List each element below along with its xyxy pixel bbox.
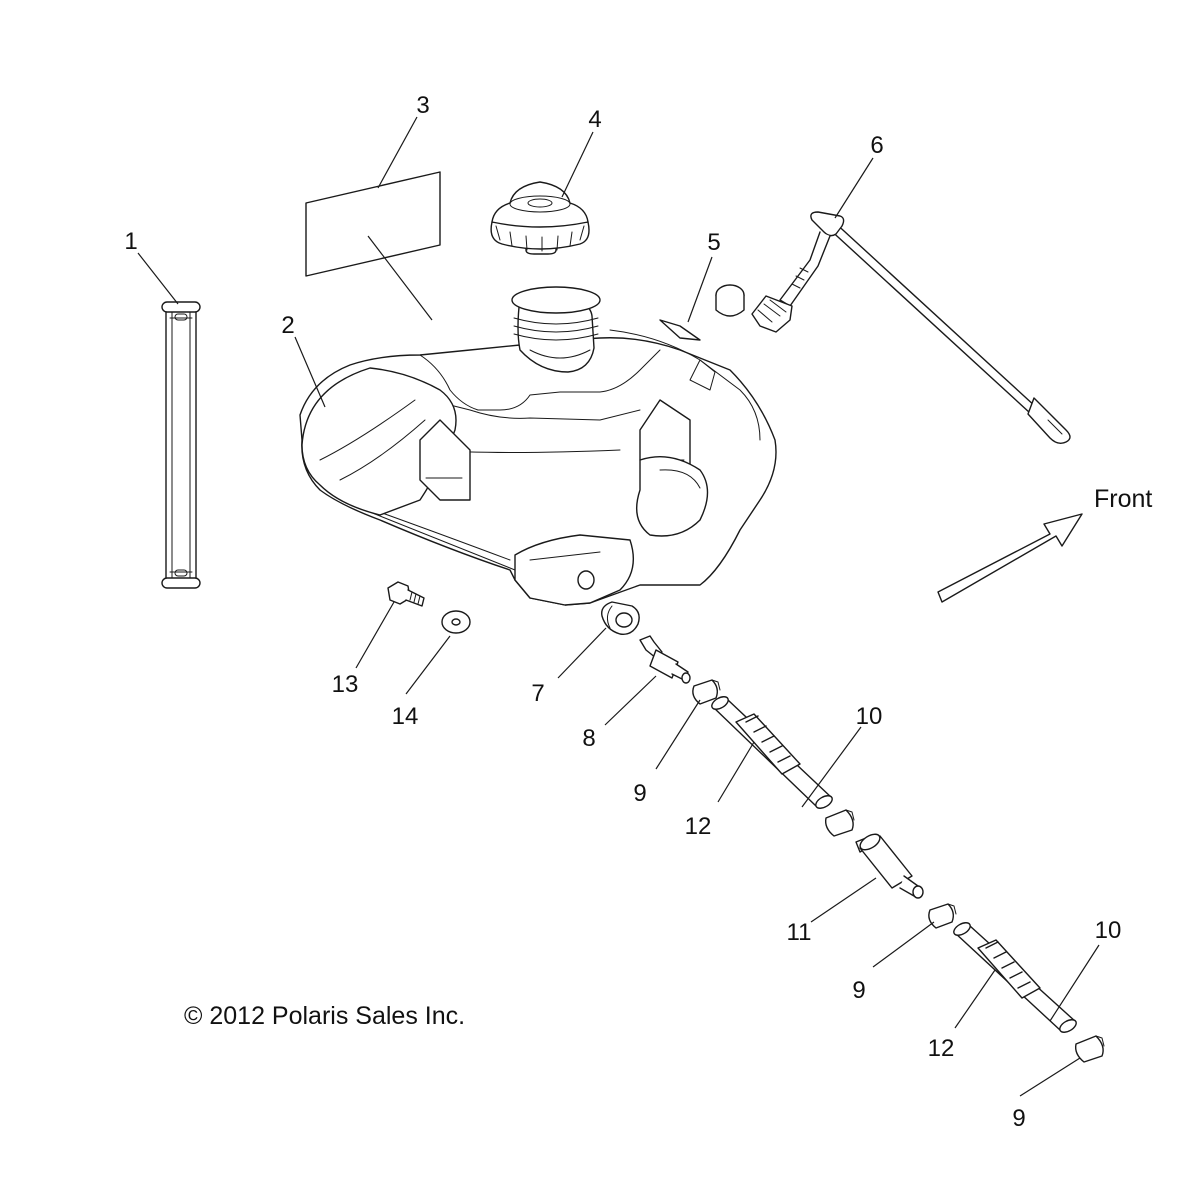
part-8-valve-fitting — [639, 635, 691, 684]
leader-12b — [954, 969, 996, 1029]
front-direction-arrow — [937, 513, 1083, 603]
leader-lines — [137, 116, 1100, 1097]
callout-9c: 9 — [1012, 1105, 1025, 1132]
part-9-clamp-d — [1074, 1035, 1105, 1063]
leader-11 — [810, 877, 877, 923]
leader-6 — [834, 157, 874, 219]
callout-3: 3 — [416, 92, 429, 119]
leader-4 — [561, 131, 594, 198]
part-12-sleeve-a — [735, 713, 801, 775]
leader-12a — [717, 741, 755, 803]
part-7-grommet — [601, 601, 640, 635]
callout-12b: 12 — [928, 1035, 955, 1062]
leader-3-bottom — [367, 235, 433, 321]
leader-9c — [1019, 1057, 1081, 1097]
part-2-fuel-tank — [299, 284, 777, 606]
part-3-decal — [305, 171, 441, 277]
leader-8 — [604, 675, 657, 726]
callout-14: 14 — [392, 703, 419, 730]
front-label: Front — [1094, 485, 1152, 513]
part-14-washer — [441, 610, 471, 634]
part-13-bolt — [387, 581, 425, 607]
callout-13: 13 — [332, 671, 359, 698]
leader-10a — [801, 726, 862, 808]
part-9-clamp-c — [928, 903, 957, 929]
callout-2: 2 — [281, 312, 294, 339]
part-4-fuel-cap — [490, 181, 590, 255]
callout-9b: 9 — [852, 977, 865, 1004]
callout-7: 7 — [531, 680, 544, 707]
callout-6: 6 — [870, 132, 883, 159]
callout-4: 4 — [588, 106, 601, 133]
copyright-notice: © 2012 Polaris Sales Inc. — [184, 1002, 465, 1030]
part-9-clamp-b — [824, 809, 855, 837]
leader-5 — [687, 256, 713, 323]
callout-12a: 12 — [685, 813, 712, 840]
callout-8: 8 — [582, 725, 595, 752]
leader-9b — [872, 921, 935, 968]
part-11-fuel-filter — [855, 833, 924, 899]
callout-1: 1 — [124, 228, 137, 255]
part-9-clamp-a — [692, 679, 721, 705]
callout-11: 11 — [787, 919, 812, 946]
part-1-strap — [161, 301, 201, 589]
callout-labels: 1 2 3 4 5 6 7 8 9 10 12 11 9 10 12 9 13 … — [124, 92, 1121, 1132]
callout-10b: 10 — [1095, 917, 1122, 944]
leader-13 — [355, 601, 395, 669]
leader-9a — [655, 699, 701, 770]
part-12-sleeve-b — [977, 939, 1041, 999]
leader-7 — [557, 627, 607, 679]
callout-9a: 9 — [633, 780, 646, 807]
callout-5: 5 — [707, 229, 720, 256]
leader-1 — [137, 252, 179, 305]
part-6-fuel-sender — [751, 211, 1071, 445]
part-5-small-decal — [659, 319, 701, 341]
callout-10a: 10 — [856, 703, 883, 730]
leader-2 — [294, 336, 326, 408]
leader-14 — [405, 635, 451, 695]
leader-3-top — [377, 116, 418, 189]
leader-10b — [1049, 944, 1100, 1022]
